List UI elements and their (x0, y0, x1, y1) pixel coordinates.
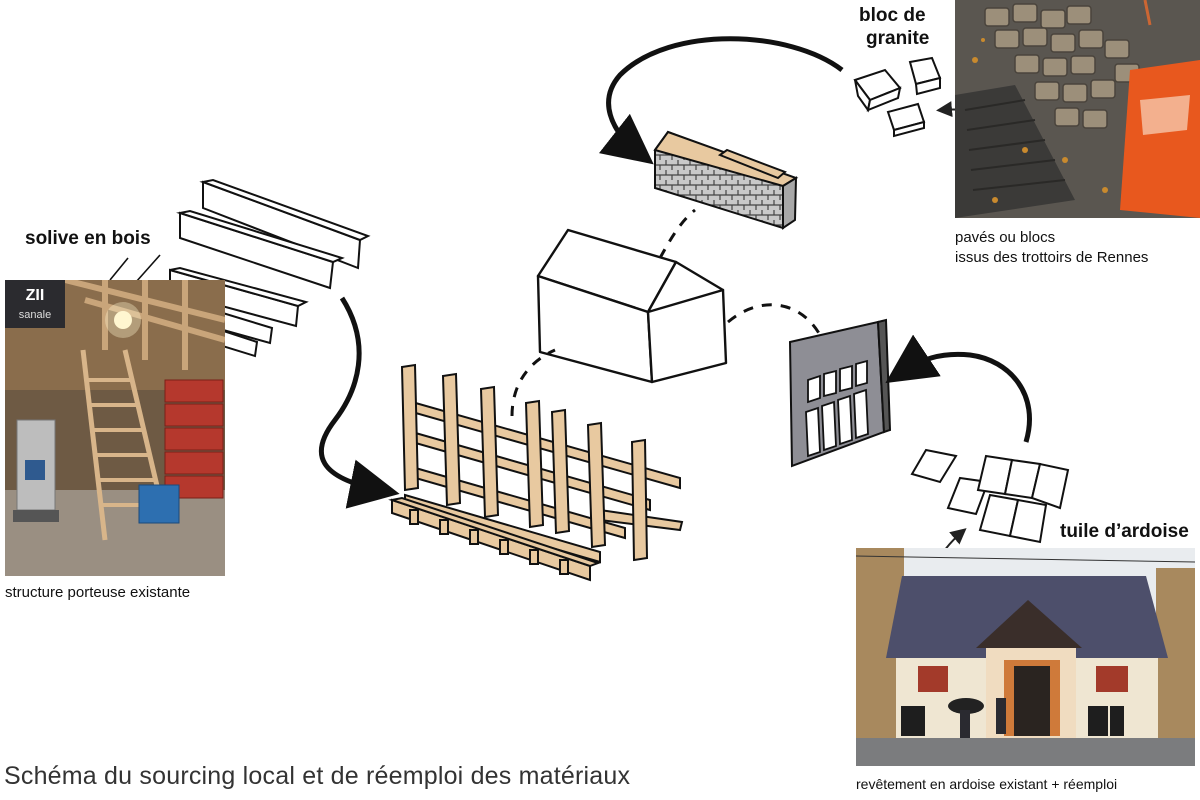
label-slate-tile: tuile d’ardoise (1060, 521, 1189, 542)
arrow-wood-to-shelves (318, 296, 400, 509)
photo-sign-line1: ZII (26, 287, 45, 304)
caption-granite-line2: issus des trottoirs de Rennes (955, 249, 1149, 266)
label-wood-joist: solive en bois (25, 228, 151, 249)
photo-slate-building (856, 548, 1195, 766)
wood-shelving (400, 363, 684, 564)
caption-granite-line1: pavés ou blocs (955, 229, 1056, 246)
facade-panel (788, 318, 892, 468)
slate-tiles (910, 448, 1070, 544)
dashed-connectors (510, 208, 822, 417)
caption-slate-roof: revêtement en ardoise existant + réemplo… (856, 776, 1118, 792)
diagram-title: Schéma du sourcing local et de réemploi … (4, 762, 631, 790)
wood-bench (388, 496, 602, 582)
joist-label-leaders (109, 254, 161, 283)
photo-wood-structure: ZII sanale (5, 280, 225, 576)
caption-wood-structure: structure porteuse existante (5, 584, 191, 601)
granite-blocks (853, 56, 942, 138)
central-house (536, 228, 728, 384)
arrow-granite-to-wall (598, 36, 844, 165)
arrow-slate-to-facade (885, 334, 1032, 443)
label-granite-line2: granite (866, 28, 930, 49)
label-granite-line1: bloc de (859, 5, 926, 26)
granite-wall (653, 130, 799, 230)
photo-sign-line2: sanale (19, 309, 51, 321)
photo-granite-paving (955, 0, 1200, 218)
